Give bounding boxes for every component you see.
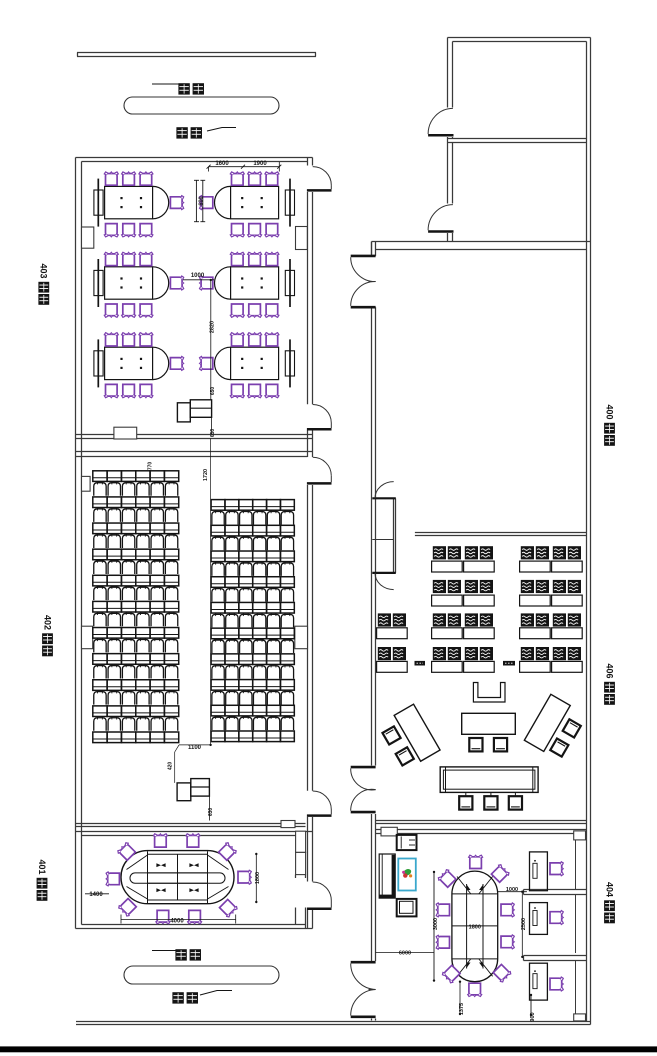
- svg-text:1100: 1100: [188, 745, 202, 751]
- svg-text:1000: 1000: [506, 887, 518, 893]
- svg-text:770: 770: [148, 462, 154, 471]
- svg-text:404: 404: [604, 882, 614, 897]
- svg-text:1720: 1720: [203, 469, 209, 481]
- svg-text:3000: 3000: [433, 918, 439, 930]
- svg-text:650: 650: [210, 429, 216, 438]
- svg-text:1400: 1400: [89, 892, 103, 898]
- svg-text:402: 402: [42, 615, 52, 630]
- svg-text:630: 630: [208, 808, 214, 817]
- svg-text:4000: 4000: [170, 919, 184, 925]
- svg-text:401: 401: [37, 860, 47, 875]
- svg-text:600: 600: [198, 196, 204, 205]
- svg-text:400: 400: [604, 405, 614, 420]
- svg-text:403: 403: [39, 264, 49, 279]
- svg-text:2820: 2820: [210, 321, 216, 333]
- svg-text:1000: 1000: [191, 273, 205, 279]
- svg-text:1900: 1900: [253, 161, 267, 167]
- svg-text:1375: 1375: [459, 1003, 465, 1015]
- svg-text:1600: 1600: [215, 161, 229, 167]
- svg-text:650: 650: [210, 387, 216, 396]
- svg-text:900: 900: [530, 1012, 536, 1021]
- svg-text:1800: 1800: [469, 924, 481, 930]
- svg-text:1800: 1800: [255, 872, 261, 884]
- svg-text:2500: 2500: [521, 918, 527, 930]
- svg-text:6000: 6000: [399, 951, 411, 957]
- svg-text:420: 420: [167, 762, 173, 771]
- svg-text:406: 406: [604, 664, 614, 679]
